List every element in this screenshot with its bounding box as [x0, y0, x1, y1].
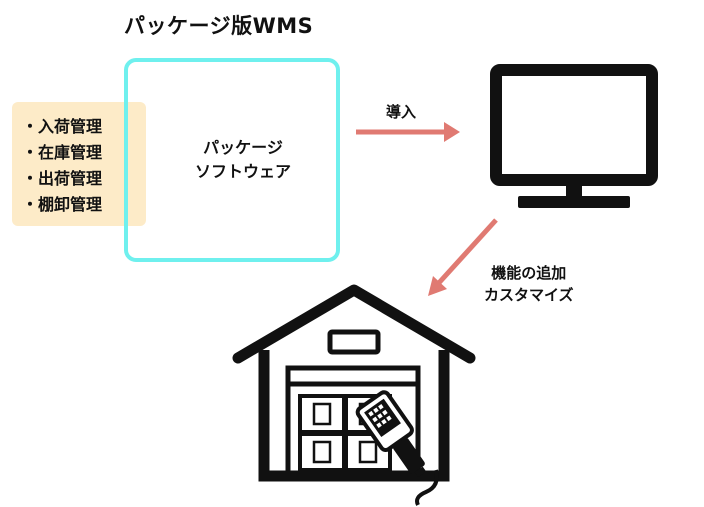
- customize-label: 機能の追加 カスタマイズ: [484, 262, 574, 306]
- barcode-scanner-icon: [355, 390, 427, 478]
- customize-arrow: [428, 218, 498, 296]
- feature-item-inventory: ・在庫管理: [22, 143, 103, 162]
- intro-label: 導入: [386, 103, 417, 121]
- feature-list-box: ・入荷管理 ・在庫管理 ・出荷管理 ・棚卸管理: [12, 102, 146, 226]
- package-software-line2: ソフトウェア: [194, 162, 291, 181]
- scanner-cable: [415, 469, 439, 506]
- package-software-line1: パッケージ: [203, 138, 283, 157]
- feature-item-shipping: ・出荷管理: [22, 169, 103, 188]
- warehouse-icon: [232, 284, 476, 482]
- package-software-label: パッケージ ソフトウェア: [168, 136, 318, 184]
- feature-item-stocktaking: ・棚卸管理: [22, 195, 103, 214]
- intro-arrow: [356, 122, 460, 142]
- diagram-title: パッケージ版WMS: [124, 14, 314, 38]
- customize-label-line2: カスタマイズ: [484, 286, 574, 304]
- feature-item-receiving: ・入荷管理: [22, 117, 103, 136]
- customize-label-line1: 機能の追加: [491, 264, 567, 282]
- package-software-box: [124, 58, 340, 262]
- monitor-icon: [490, 64, 658, 208]
